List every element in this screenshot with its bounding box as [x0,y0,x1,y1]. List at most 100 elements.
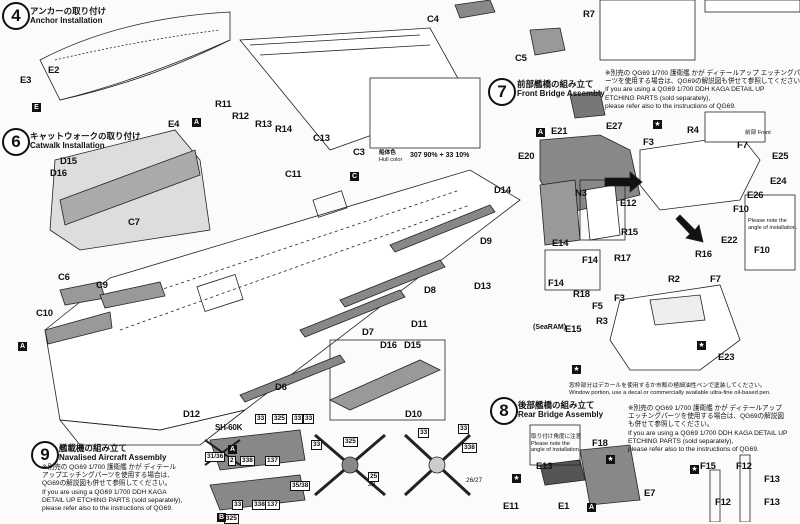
paint-number: 2 [228,456,236,466]
part-label: C4 [427,14,439,25]
part-label: D10 [405,409,422,420]
window-note: 窓枠部分はデカールを使用するか市販の極細油性ペンで塗装してください。Window… [569,383,771,396]
hull-color-mix: 307 90% + 33 10% [410,152,470,159]
sprue-tag: ★ [697,341,706,350]
part-label: F5 [592,301,603,312]
step-9-title-en: Navalised Aircraft Assembly [59,453,167,462]
sprue-tag: A [228,445,237,454]
sprue-tag: ★ [690,465,699,474]
part-label: D14 [494,185,511,196]
part-label: R2 [668,274,680,285]
part-label: E22 [721,235,738,246]
part-label: E27 [606,121,623,132]
hull-color-en: Hull color [379,157,403,163]
step-7-title-jp: 前部艦橋の組み立て [517,79,594,89]
paint-number: 25 [368,472,380,482]
part-label: D8 [424,285,436,296]
part-label: R4 [687,125,699,136]
part-label: D9 [480,236,492,247]
part-label: E21 [551,126,568,137]
part-label: F12 [715,497,731,508]
sprue-tag: E [32,103,41,112]
part-label: D15 [60,156,77,167]
part-label: E3 [20,75,32,86]
part-label: R3 [596,316,608,327]
part-label: D7 [362,327,374,338]
paint-number: 325 [272,414,287,424]
part-label: R17 [614,253,631,264]
sprue-tag: ★ [606,455,615,464]
part-label: R7 [583,9,595,20]
sprue-tag: A [536,128,545,137]
part-label: F7 [710,274,721,285]
paint-number: 325 [224,514,239,524]
step-4-title-en: Anchor Installation [30,16,103,25]
part-label: D16 [50,168,67,179]
part-label: R16 [695,249,712,260]
step-6-title-en: Catwalk Installation [30,141,105,150]
part-label: F13 [764,474,780,485]
part-label: E2 [48,65,60,76]
part-label: C5 [515,53,527,64]
step-8-number: 8 [490,397,518,425]
angle-note-rear: 取り付け角度に注意 Please note the angle of insta… [531,434,582,454]
paint-number: 33 [311,440,323,450]
aircraft-label: SH-60K [215,423,243,432]
part-label: D13 [474,281,491,292]
paint-number: 33 [418,428,430,438]
paint-number: 35/38 [290,481,311,491]
paint-number: 338 [240,456,255,466]
paint-number: 137 [265,500,280,510]
part-label: C13 [313,133,330,144]
step-9-number: 9 [31,441,59,469]
etching-note-front: ※別売の QG69 1/700 護衛艦 かが ディテールアップ エッチングパ ー… [605,70,800,110]
paint-number: 137 [265,456,280,466]
step-6-title-jp: キャットウォークの取り付け [30,131,141,141]
paint-number: 33 [458,424,470,434]
part-label: C7 [128,217,140,228]
sprue-tag: B [217,513,226,522]
step-7-number: 7 [488,78,516,106]
part-label: F12 [736,461,752,472]
paint-number: 325 [343,437,358,447]
step-6-number: 6 [2,128,30,156]
sprue-tag: C [350,172,359,181]
part-label: E13 [536,461,553,472]
part-label: F15 [700,461,716,472]
paint-number: 33 [303,414,315,424]
part-label: F14 [548,278,564,289]
part-label: R15 [621,227,638,238]
part-label: E1 [558,501,570,512]
step-8-title-jp: 後部艦橋の組み立て [518,400,595,410]
part-label: D16 [380,340,397,351]
part-label: F13 [764,497,780,508]
sprue-tag: ★ [653,120,662,129]
sprue-tag: A [18,342,27,351]
etching-note-aircraft: ※別売の QG69 1/700 護衛艦 かが ディテール アップエッチングパーツ… [42,464,183,513]
paint-number: 26/27 [466,477,483,484]
searam-label: (SeaRAM) [533,324,567,331]
paint-number: 33 [255,414,267,424]
part-label: R11 [215,99,232,110]
part-label: E24 [770,176,787,187]
etching-note-rear: ※別売の QG69 1/700 護衛艦 かが ディテールアップ エッチングパーツ… [628,405,788,454]
part-label: E4 [168,119,180,130]
part-label: R14 [275,124,292,135]
part-label: D6 [275,382,287,393]
sprue-tag: A [192,118,201,127]
part-label: F14 [582,255,598,266]
part-label: F3 [614,293,625,304]
part-label: C3 [353,147,365,158]
part-label: R12 [232,111,249,122]
part-label: F3 [643,137,654,148]
part-label: E12 [620,198,637,209]
part-label: D15 [404,340,421,351]
part-label: E11 [503,501,519,512]
part-label: C9 [96,280,108,291]
paint-number: 33 [292,414,304,424]
part-label: D12 [183,409,200,420]
part-label: E7 [644,488,656,499]
part-label: C11 [285,169,302,180]
